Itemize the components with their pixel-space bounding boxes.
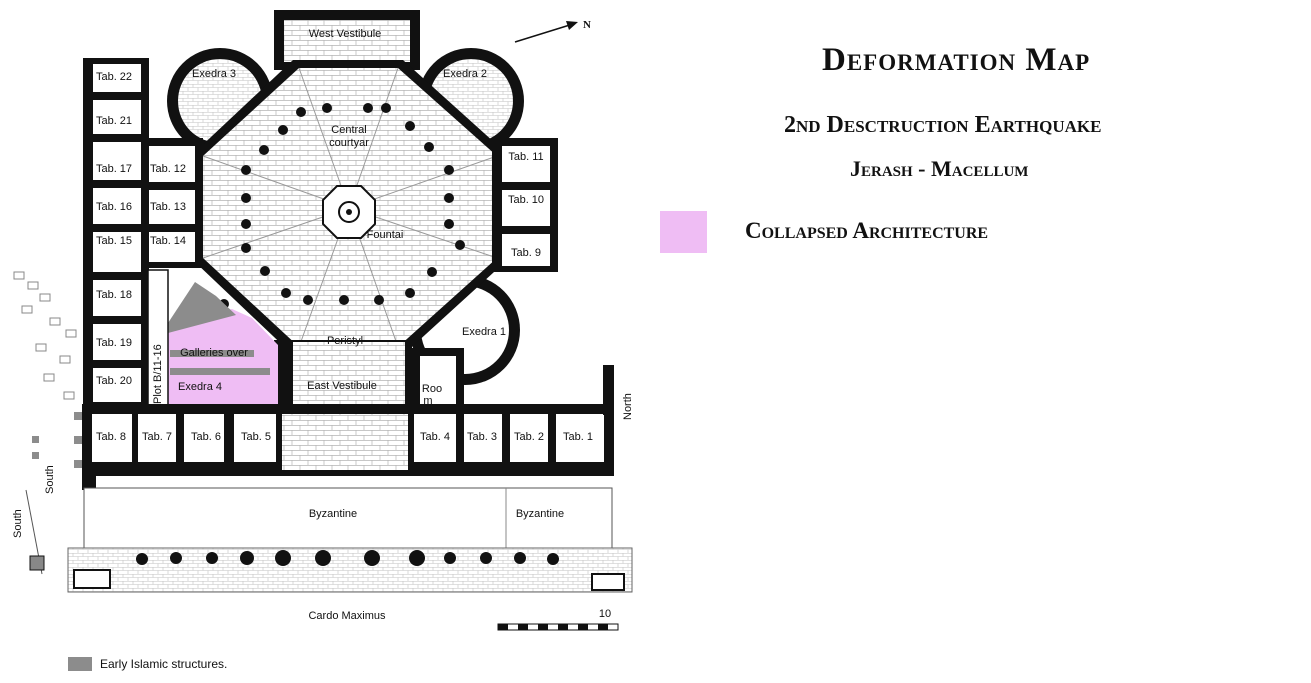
scale-bar — [497, 623, 619, 631]
tab-4-label: Tab. 4 — [420, 431, 450, 443]
east-tabernae — [492, 138, 558, 272]
tab-15-label: Tab. 15 — [96, 235, 132, 247]
west-vestibule-label: West Vestibule — [309, 28, 382, 40]
tab-2-label: Tab. 2 — [514, 431, 544, 443]
plot-label: Plot B/11-16 — [152, 344, 164, 404]
collapsed-architecture-legend-label: Collapsed Architecture — [745, 218, 989, 243]
galleries-over-label: Galleries over — [180, 347, 248, 359]
tab-13-label: Tab. 13 — [150, 201, 186, 213]
tab-20-label: Tab. 20 — [96, 375, 132, 387]
byzantine-right-label: Byzantine — [516, 508, 564, 520]
early-islamic-swatch — [68, 657, 92, 671]
central-courtyard-label-2: courtyar — [329, 137, 369, 149]
page-subtitle-site: Jerash - Macellum — [850, 156, 1029, 181]
tab-1-label: Tab. 1 — [563, 431, 593, 443]
tab-3-label: Tab. 3 — [467, 431, 497, 443]
collapsed-architecture-zone — [168, 309, 278, 406]
tab-14-label: Tab. 14 — [150, 235, 186, 247]
byzantine-left-label: Byzantine — [309, 508, 357, 520]
early-islamic-legend-label: Early Islamic structures. — [100, 657, 227, 671]
south-tabernae — [82, 365, 614, 490]
east-vestibule-label: East Vestibule — [307, 380, 377, 392]
central-courtyard-label-1: Central — [331, 124, 366, 136]
exedra-4-label: Exedra 4 — [178, 381, 222, 393]
early-islamic-zone — [168, 282, 236, 333]
page-subtitle-earthquake: 2nd Desctruction Earthquake — [784, 112, 1102, 138]
tab-5-label: Tab. 5 — [241, 431, 271, 443]
scale-label: 10 — [599, 608, 611, 620]
room-label-2: m — [423, 395, 432, 407]
rubble-scatter — [13, 271, 77, 400]
tab-19-label: Tab. 19 — [96, 337, 132, 349]
west-tabernae — [83, 58, 203, 408]
central-courtyard — [195, 60, 505, 355]
tab-22-label: Tab. 22 — [96, 71, 132, 83]
exedra-2-label: Exedra 2 — [443, 68, 487, 80]
byzantine-area — [83, 487, 613, 549]
page-title: Deformation Map — [822, 42, 1091, 78]
fountain-label: Fountai — [367, 229, 404, 241]
south-side-label-1: South — [44, 465, 56, 494]
peristyle-label: Peristyl — [327, 335, 363, 347]
north-arrow-icon — [514, 21, 578, 43]
tab-9-label: Tab. 9 — [511, 247, 541, 259]
tab-16-label: Tab. 16 — [96, 201, 132, 213]
collapsed-architecture-swatch — [660, 211, 707, 253]
room-label-1: Roo — [422, 383, 442, 395]
exedra-1-label: Exedra 1 — [462, 326, 506, 338]
macellum-floor-plan: West Vestibule Exedra 3 Exedra 2 Central… — [12, 10, 634, 671]
tab-8-label: Tab. 8 — [96, 431, 126, 443]
tab-10-label: Tab. 10 — [508, 194, 544, 206]
exedra-3-label: Exedra 3 — [192, 68, 236, 80]
tab-18-label: Tab. 18 — [96, 289, 132, 301]
tab-12-label: Tab. 12 — [150, 163, 186, 175]
tab-21-label: Tab. 21 — [96, 115, 132, 127]
tab-11-label: Tab. 11 — [508, 151, 543, 163]
compass-n-label: N — [583, 19, 591, 31]
tab-6-label: Tab. 6 — [191, 431, 221, 443]
south-side-label-2: South — [12, 509, 24, 538]
cardo-maximus-label: Cardo Maximus — [308, 610, 386, 622]
north-side-label: North — [622, 393, 634, 420]
cardo-colonnade — [67, 547, 633, 593]
tab-17-label: Tab. 17 — [96, 163, 132, 175]
tab-7-label: Tab. 7 — [142, 431, 172, 443]
